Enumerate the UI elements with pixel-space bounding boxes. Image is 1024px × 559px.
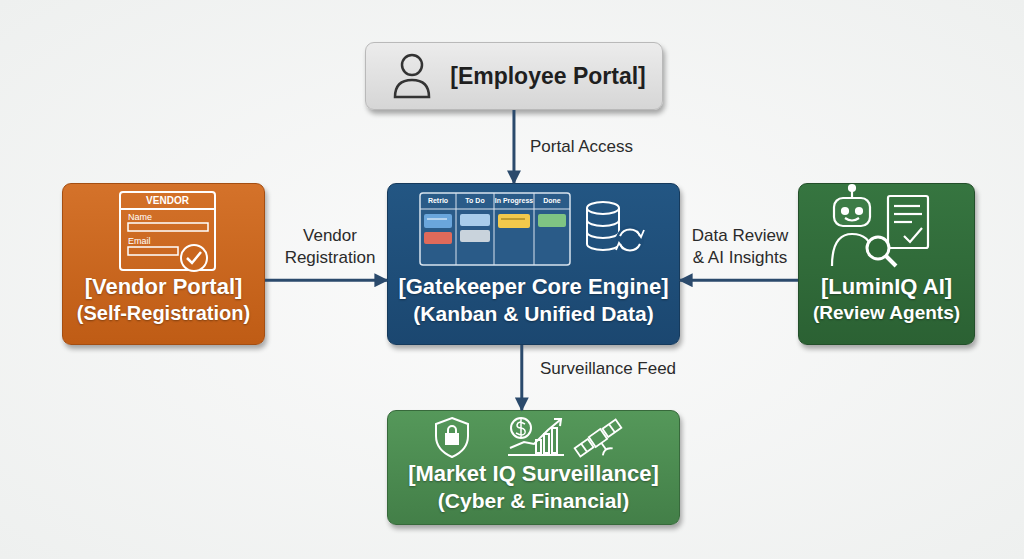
kanban-column-label: Done [534,197,570,204]
text-block: [Gatekeeper Core Engine](Kanban & Unifie… [392,274,675,336]
kanban-column-label: Retrio [420,197,456,204]
flow-arrow [512,110,515,183]
text-block: [Market IQ Surveillance](Cyber & Financi… [392,461,675,518]
node-subtitle: (Cyber & Financial) [438,488,629,514]
node-title: [Vendor Portal] [85,274,243,301]
edge-label: Data Review & AI Insights [688,225,792,269]
portal-box: [Vendor Portal](Self-Registration) [62,183,265,345]
text-block: [Vendor Portal](Self-Registration) [67,274,260,336]
edge-label: Vendor Registration [278,225,382,269]
flow-arrow [520,345,523,410]
node-title: [Market IQ Surveillance] [408,461,659,488]
node-subtitle: (Review Agents) [813,301,960,324]
node-title: [Employee Portal] [450,62,646,90]
text-block: [LuminIQ AI](Review Agents) [802,274,971,336]
surveillance-box: [Market IQ Surveillance](Cyber & Financi… [387,410,680,525]
node-title: [LuminIQ AI] [821,274,952,301]
flow-arrow [265,279,387,282]
node-subtitle: (Self-Registration) [77,301,250,325]
portal-box: [Employee Portal] [365,42,663,110]
kanban-column-label: In Progress [494,197,534,204]
edge-label: Portal Access [530,136,660,158]
text-block: [Employee Portal] [442,43,654,109]
node-subtitle: (Kanban & Unified Data) [413,301,653,327]
edge-label: Surveillance Feed [540,358,700,380]
flow-arrow [680,279,798,282]
form-label: Email [128,236,168,246]
kanban-column-label: To Do [456,197,494,204]
ai-agent-box: [LuminIQ AI](Review Agents) [798,183,975,345]
engine-box: [Gatekeeper Core Engine](Kanban & Unifie… [387,183,680,345]
form-label: Name [128,212,168,222]
form-label: VENDOR [120,195,215,206]
node-title: [Gatekeeper Core Engine] [398,274,668,301]
